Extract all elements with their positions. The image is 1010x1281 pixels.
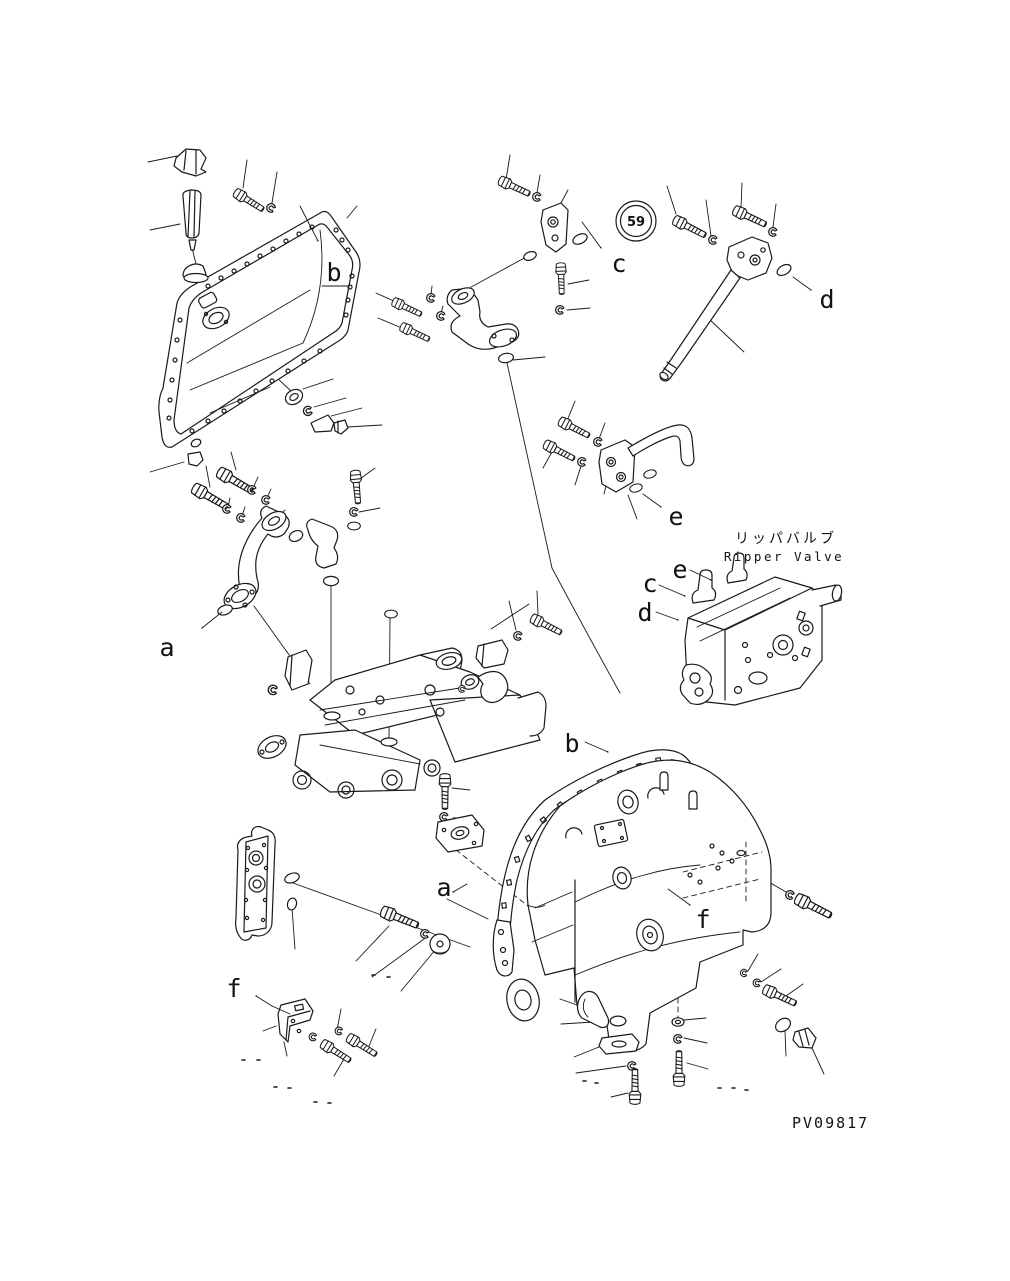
callout-a-case: a (436, 873, 451, 902)
left-middle-elbow-group (189, 465, 398, 619)
callout-b-top: b (326, 258, 341, 287)
callout-e-valve: e (672, 555, 687, 584)
u-clip-1 (565, 827, 583, 839)
breather-cap (173, 148, 207, 177)
badge-number: 59 (627, 215, 645, 230)
hose-elbow (477, 670, 509, 704)
badge-ring (615, 200, 657, 242)
top-middle-elbow-group (389, 174, 590, 365)
callout-d-valve: d (637, 598, 652, 627)
hose-flange-block (598, 439, 636, 493)
callout-c-top: c (611, 249, 626, 278)
side-plate (235, 825, 276, 941)
callout-f-bottom: f (226, 974, 241, 1003)
bottom-center-parts (598, 1015, 686, 1105)
case-mount-bolt-group (378, 904, 451, 955)
case-foot (576, 990, 610, 1029)
callout-a-left: a (159, 633, 174, 662)
taper-plug (792, 1027, 817, 1049)
callout-c-valve: c (642, 569, 657, 598)
small-cover-plate (435, 814, 485, 853)
mid-right-hose-group (541, 415, 695, 494)
part-hotspot-badge[interactable]: 59 (615, 200, 657, 242)
ripper-valve-assembly (679, 552, 843, 706)
transmission-case-group (492, 749, 772, 1053)
valve-wedge (284, 649, 313, 691)
bracket-part (540, 202, 569, 253)
case-body (526, 759, 772, 1053)
tube-flange-block (726, 236, 773, 281)
component-title-english: Ripper Valve (724, 549, 844, 564)
top-right-tube-group (659, 203, 794, 382)
bottom-left-cover-group (277, 998, 380, 1066)
callout-b-case: b (564, 729, 579, 758)
lock-plate (598, 1033, 640, 1055)
drain-plug (187, 451, 204, 467)
control-valve-assembly (257, 612, 565, 853)
valve-solenoid-2 (726, 552, 748, 584)
right-bolt-group (739, 889, 835, 1057)
elbow-joint (306, 518, 339, 569)
grommet-stack (284, 388, 349, 435)
plug-washer (774, 1017, 792, 1033)
callouts: b c d a e e c d b a f f (159, 205, 835, 1015)
cover-plate-drawing (158, 148, 361, 467)
drawing-number: PV09817 (792, 1114, 869, 1132)
callout-d-top: d (819, 285, 834, 314)
hose (627, 424, 695, 467)
oil-plug (182, 189, 202, 239)
component-title-japanese: リッパバルブ (735, 530, 837, 547)
dotted-leader-marks (241, 974, 749, 1104)
callout-e-mid: e (668, 502, 683, 531)
badge-face (619, 204, 653, 238)
valve-solenoid-1 (691, 569, 717, 604)
callout-f-case: f (695, 905, 710, 934)
ripper-tube (659, 269, 741, 382)
round-spacer (429, 933, 451, 955)
mount-wedge (475, 639, 509, 669)
side-plate-group (235, 825, 302, 941)
